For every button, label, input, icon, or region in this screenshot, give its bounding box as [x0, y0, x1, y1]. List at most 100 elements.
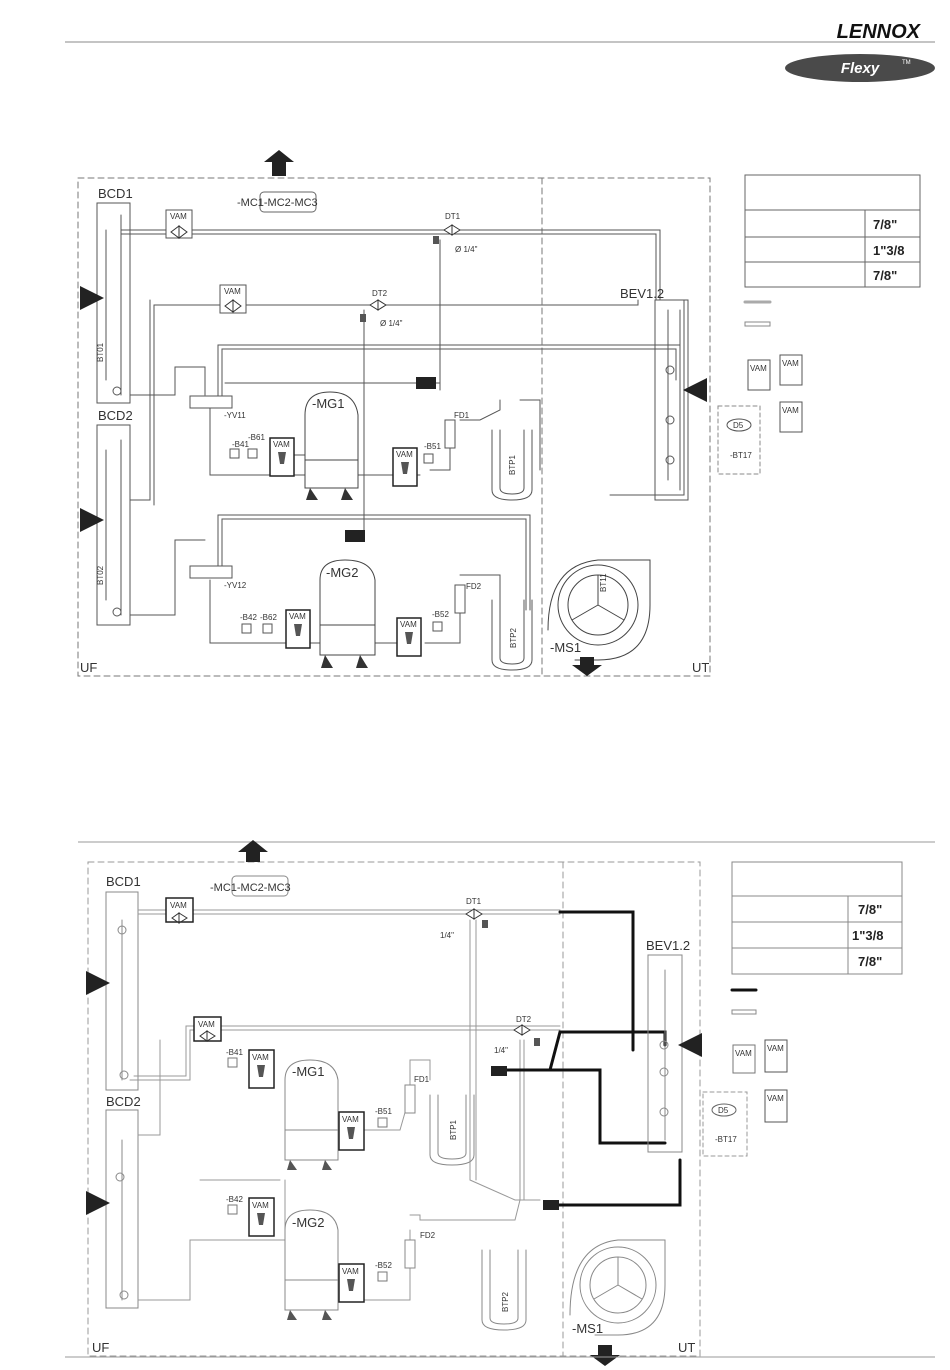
svg-text:VAM: VAM	[252, 1053, 269, 1062]
svg-text:VAM: VAM	[342, 1267, 359, 1276]
svg-text:BTP1: BTP1	[449, 1119, 458, 1140]
svg-text:-BT17: -BT17	[730, 451, 752, 460]
svg-text:VAM: VAM	[767, 1094, 784, 1103]
svg-text:VAM: VAM	[170, 901, 187, 910]
connector-icon	[119, 1070, 129, 1080]
frame-bottom	[87, 861, 701, 1357]
connector-icon	[119, 1290, 129, 1300]
vam-valve-2: VAM	[219, 284, 247, 314]
blower-ms1-b: -MS1	[569, 1239, 666, 1366]
zone-uf-label: UF	[80, 660, 97, 675]
svg-text:VAM: VAM	[396, 450, 413, 459]
product-tm: TM	[902, 60, 911, 66]
bev-label: BEV1.2	[620, 286, 664, 301]
svg-text:VAM: VAM	[782, 406, 799, 415]
fd2-filter: FD2	[454, 582, 482, 614]
svg-text:-B41: -B41	[226, 1048, 243, 1057]
vam-box-mg2: VAM	[285, 609, 311, 649]
vam-box-b3: VAM	[248, 1197, 275, 1237]
svg-text:VAM: VAM	[289, 612, 306, 621]
bcd1-coil	[96, 202, 131, 404]
bt02-label: BT02	[96, 565, 105, 585]
bt01-label: BT01	[96, 342, 105, 362]
btp2-exchanger-b: BTP2	[481, 1249, 527, 1331]
svg-text:-B41: -B41	[232, 440, 249, 449]
connector-icon	[659, 1040, 669, 1050]
brand-logo: LENNOX	[837, 21, 922, 43]
svg-text:-MS1: -MS1	[572, 1321, 603, 1336]
zone-uf-label-b: UF	[92, 1340, 109, 1355]
vam-valve-b1: VAM	[165, 897, 194, 924]
svg-text:BTP2: BTP2	[509, 627, 518, 648]
blower-arrow-icon	[572, 657, 602, 676]
bcd2-label: BCD2	[98, 408, 133, 423]
product-logo: Flexy TM	[785, 54, 935, 82]
pressure-switches-bottom: -B41 -B51 -B42 -B52	[226, 1048, 392, 1282]
svg-text:-BT17: -BT17	[715, 1135, 737, 1144]
legend-size-b1: 7/8"	[858, 902, 882, 917]
svg-text:-YV11: -YV11	[224, 411, 246, 420]
product-name: Flexy	[841, 60, 880, 77]
bcd2-label-b: BCD2	[106, 1094, 141, 1109]
sight-glass-b1	[491, 1066, 507, 1076]
svg-text:DT2: DT2	[372, 289, 388, 298]
legend-size-b2: 1"3/8	[852, 928, 883, 943]
fans-label-b: -MC1-MC2-MC3	[210, 882, 291, 894]
connector-icon	[665, 415, 675, 425]
blower-arrow-icon	[590, 1345, 620, 1366]
connector-icon	[665, 455, 675, 465]
svg-text:BTP2: BTP2	[501, 1291, 510, 1312]
fd1-filter: FD1	[444, 411, 470, 449]
connector-icon	[115, 1172, 125, 1182]
svg-text:-B42: -B42	[226, 1195, 243, 1204]
svg-text:-B52: -B52	[432, 610, 449, 619]
pipes-bottom-thin	[129, 909, 561, 1301]
vam-box-mg2b: VAM	[396, 617, 422, 657]
bcd2-coil	[96, 424, 131, 626]
legend-size-2: 1"3/8	[873, 243, 904, 258]
fans-label: -MC1-MC2-MC3	[237, 197, 318, 209]
fan-box-b	[231, 875, 289, 897]
svg-text:DT1: DT1	[466, 897, 482, 906]
bev-coil	[654, 299, 689, 501]
vam-valve-1: VAM	[165, 209, 193, 239]
svg-text:BT11: BT11	[599, 573, 608, 592]
svg-text:-MG2: -MG2	[326, 565, 359, 580]
dt2-expansion-valve: DT2 Ø 1/4"	[360, 289, 403, 328]
vam-box-b4: VAM	[338, 1263, 365, 1303]
header: LENNOX Flexy TM	[65, 21, 935, 82]
svg-text:VAM: VAM	[782, 359, 799, 368]
legend-size-1: 7/8"	[873, 217, 897, 232]
svg-text:-MS1: -MS1	[550, 640, 581, 655]
svg-text:-B62: -B62	[260, 613, 277, 622]
svg-text:VAM: VAM	[252, 1201, 269, 1210]
svg-text:-B52: -B52	[375, 1261, 392, 1270]
connector-icon	[659, 1107, 669, 1117]
btp1-exchanger: BTP1	[491, 429, 533, 501]
svg-text:-B61: -B61	[248, 433, 265, 442]
svg-text:VAM: VAM	[400, 620, 417, 629]
pipes-bottom-thick	[498, 910, 682, 1207]
svg-text:FD1: FD1	[414, 1075, 430, 1084]
svg-text:FD1: FD1	[454, 411, 470, 420]
blower-ms1: BT11 -MS1	[547, 559, 651, 676]
svg-text:-MG2: -MG2	[292, 1215, 325, 1230]
vam-valve-b2: VAM	[193, 1016, 222, 1042]
exhaust-arrow-icon	[238, 840, 268, 862]
svg-text:DT2: DT2	[516, 1015, 532, 1024]
fd1-filter-b: FD1	[404, 1075, 430, 1114]
sight-glass-b2	[543, 1200, 559, 1210]
frame-top	[77, 177, 711, 677]
svg-text:DT1: DT1	[445, 212, 461, 221]
fan-box	[259, 191, 317, 213]
yv11-valve: -YV11	[189, 395, 246, 420]
diagram-bottom: UF UT -MC1-MC2-MC3 BCD1 BCD2	[86, 840, 903, 1366]
vam-box-b2: VAM	[338, 1111, 365, 1151]
dt1-expansion-valve: DT1 Ø 1/4"	[433, 212, 478, 254]
vam-box-mg1: VAM	[269, 437, 295, 477]
legend-size-3: 7/8"	[873, 268, 897, 283]
bcd1-label-b: BCD1	[106, 874, 141, 889]
svg-text:Ø 1/4": Ø 1/4"	[455, 245, 478, 254]
compressor-mg2-b: -MG2	[284, 1209, 339, 1320]
